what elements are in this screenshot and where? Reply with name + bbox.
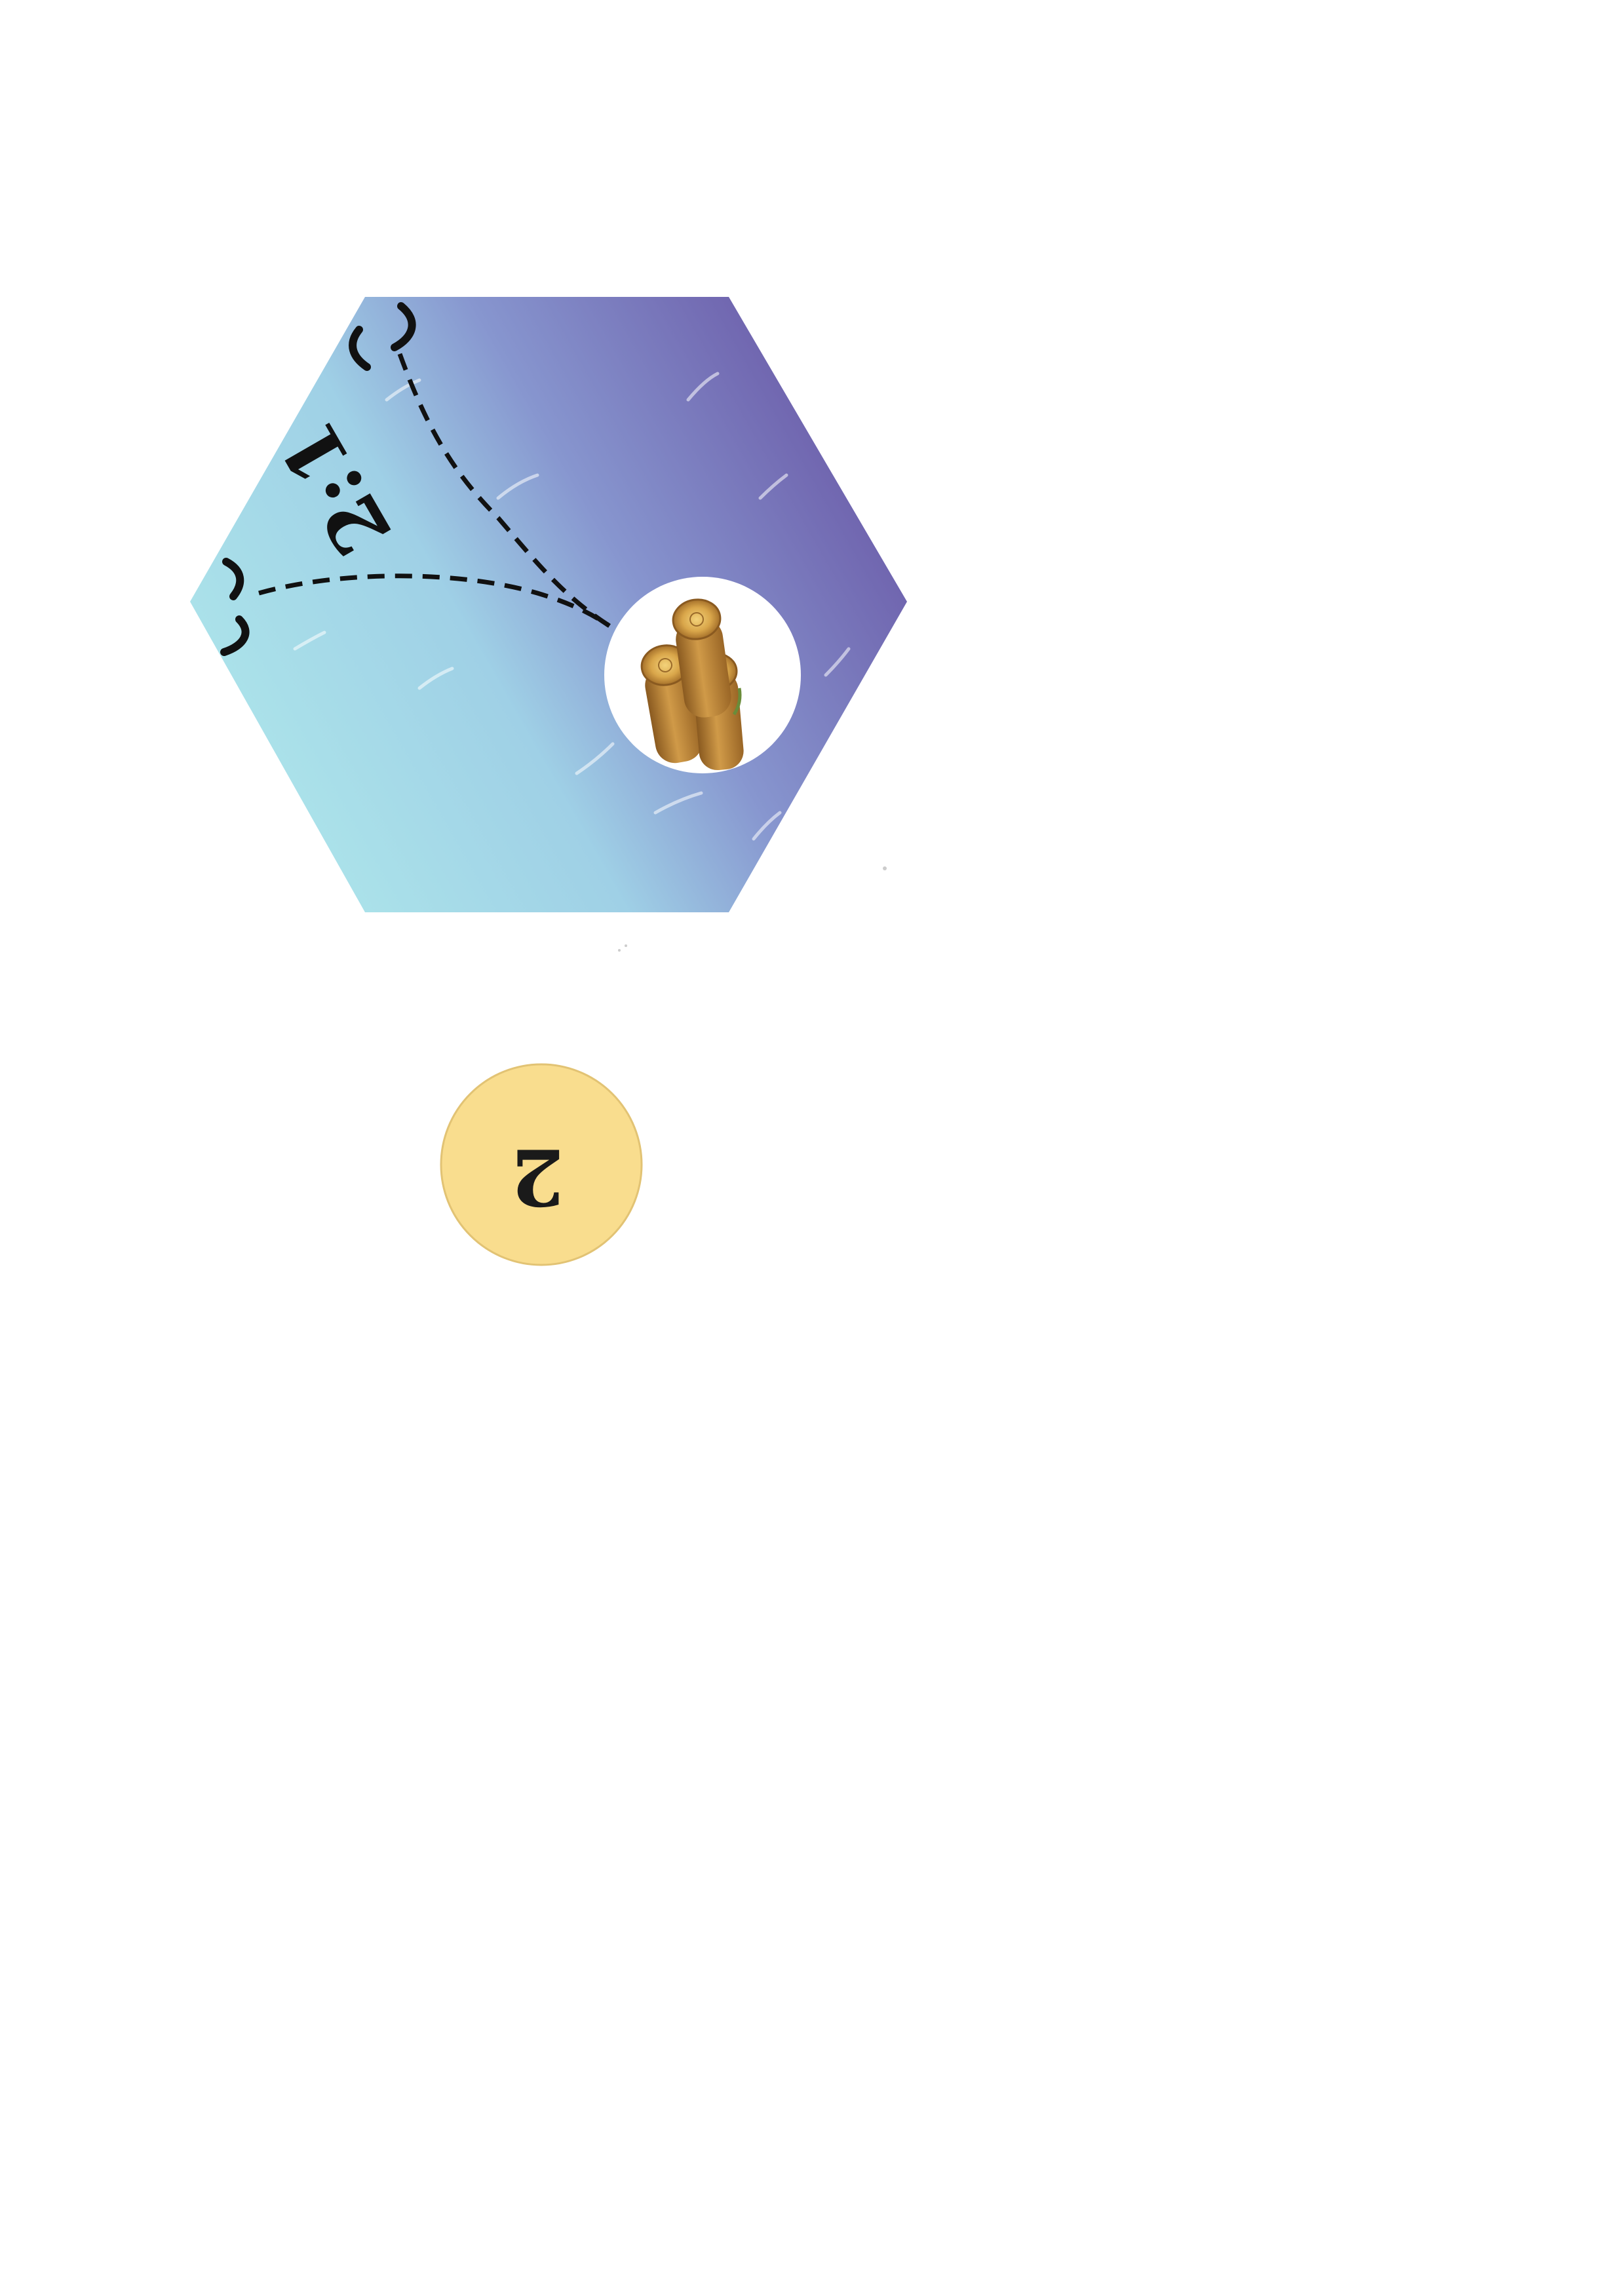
sea-hex <box>190 297 907 912</box>
wave-marks <box>293 372 851 841</box>
number-token-value: 2 <box>511 1132 564 1223</box>
harbor-route-lines <box>258 353 611 628</box>
scan-specks <box>618 866 887 952</box>
harbor-tile[interactable]: 2:1 <box>190 297 907 912</box>
resource-badge <box>604 577 801 773</box>
lumber-logs-icon <box>640 598 744 771</box>
number-token-disc <box>440 1063 643 1266</box>
number-token[interactable]: 2 <box>440 1063 643 1266</box>
harbor-bracket-marks <box>220 302 416 656</box>
